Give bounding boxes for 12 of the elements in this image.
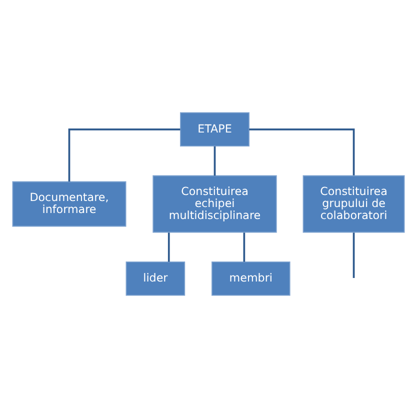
node-box: ETAPE: [180, 112, 250, 147]
connector: [243, 232, 246, 262]
node-box: membri: [212, 261, 290, 296]
node-box: Documentare, informare: [12, 181, 126, 227]
connector: [249, 128, 355, 176]
connector: [68, 128, 180, 182]
node-box: lider: [126, 261, 186, 296]
connector: [352, 232, 355, 278]
connector: [214, 146, 216, 176]
node-box: Constituirea grupului de colaboratori: [302, 175, 405, 233]
node-box: Constituirea echipei multidisciplinare: [152, 175, 277, 233]
connector: [168, 232, 170, 262]
